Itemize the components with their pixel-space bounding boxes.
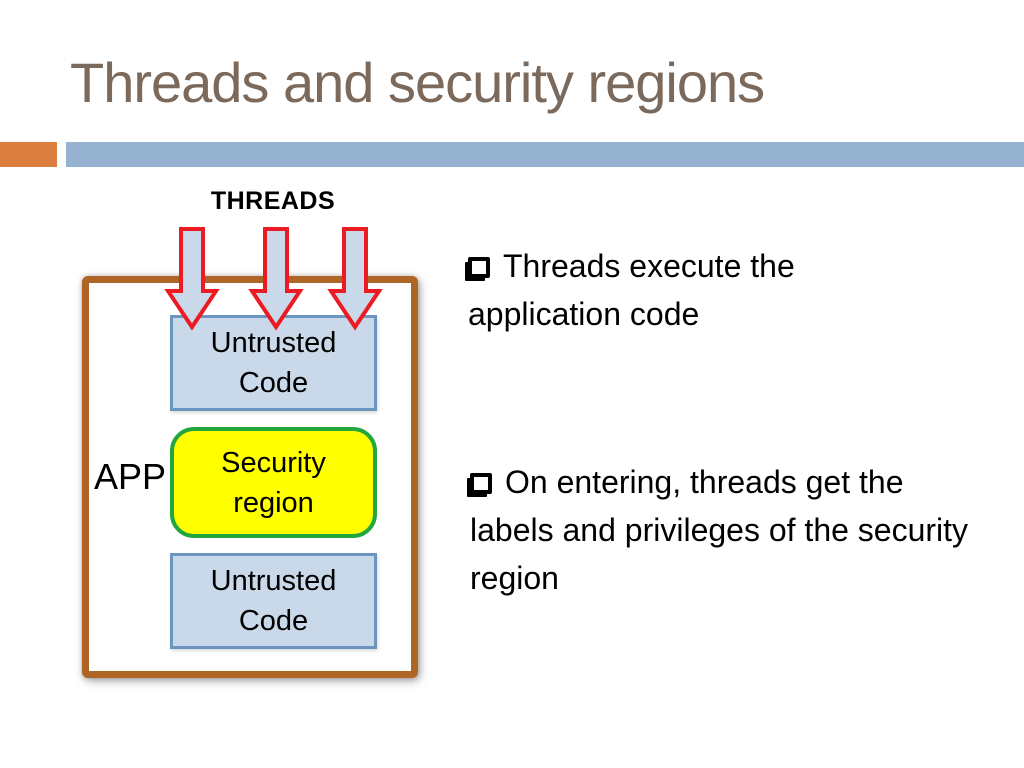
- thread-arrow-down-icon: [164, 227, 220, 331]
- divider-blue-bar: [66, 142, 1024, 167]
- bullet-text: On entering, threads get the labels and …: [470, 464, 969, 596]
- box-label-line: Security: [221, 446, 326, 479]
- bullet-text: Threads execute the application code: [468, 248, 795, 332]
- bullet-item: On entering, threads get the labels and …: [470, 458, 985, 602]
- bullet-item: Threads execute the application code: [468, 242, 860, 338]
- box-label-line: Code: [238, 605, 309, 637]
- security-region-box: Security region: [170, 427, 377, 538]
- square-bullet-icon: [468, 257, 490, 278]
- untrusted-code-box-top: Untrusted Code: [170, 315, 377, 411]
- thread-arrow-down-icon: [327, 227, 383, 331]
- thread-arrow-down-icon: [248, 227, 304, 331]
- divider-orange-block: [0, 142, 57, 167]
- untrusted-code-box-bottom: Untrusted Code: [170, 553, 377, 649]
- app-label: APP: [94, 456, 167, 497]
- box-label-line: Code: [238, 367, 309, 399]
- box-label-line: Untrusted: [210, 565, 337, 597]
- box-label-line: Untrusted: [210, 327, 337, 359]
- page-title: Threads and security regions: [70, 51, 765, 114]
- threads-label: THREADS: [210, 187, 336, 215]
- box-label-line: region: [233, 486, 314, 519]
- square-bullet-icon: [470, 473, 492, 494]
- thread-arrows-group: [164, 227, 383, 331]
